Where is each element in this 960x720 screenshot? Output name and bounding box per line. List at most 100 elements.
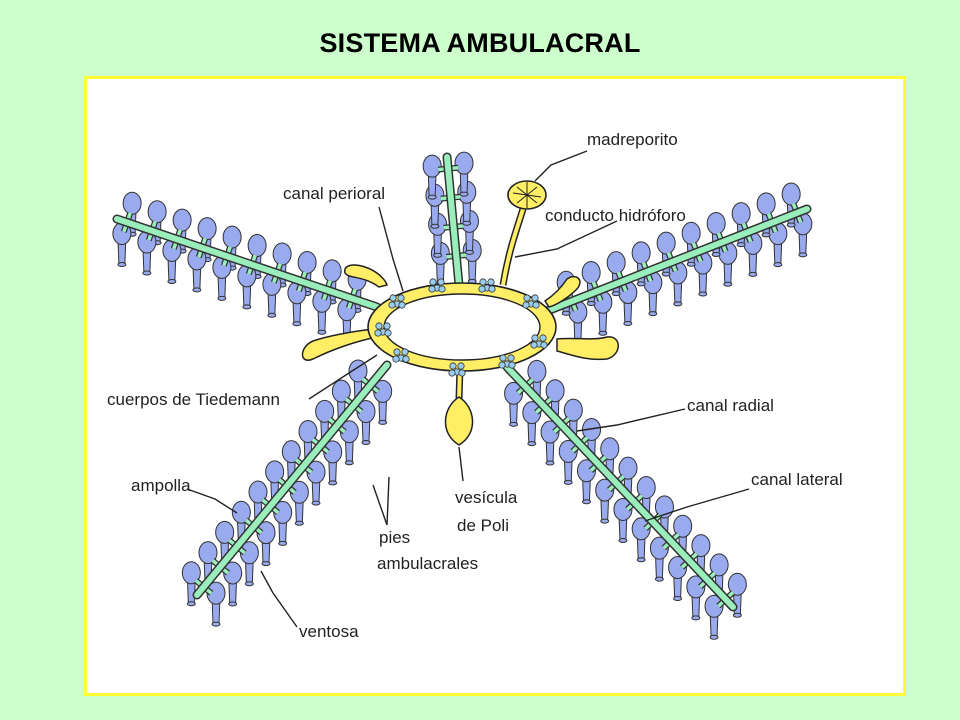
sucker <box>611 291 621 297</box>
tiedemann-lobe <box>539 334 547 342</box>
ampulla <box>681 221 701 245</box>
ampulla <box>422 154 442 178</box>
ampulla <box>231 500 251 524</box>
radial-canal <box>444 154 462 288</box>
sucker <box>167 278 177 284</box>
sucker <box>723 281 733 287</box>
ampulla <box>181 561 201 585</box>
ampulla <box>522 401 542 425</box>
tiedemann-lobe <box>398 301 406 309</box>
tiedemann-body <box>478 278 496 293</box>
tiedemann-lobe <box>487 278 495 286</box>
sucker <box>686 261 696 267</box>
sucker <box>748 271 758 277</box>
sucker <box>563 479 573 485</box>
tiedemann-lobe <box>478 285 486 293</box>
label-vesicula-line1: vesícula <box>455 488 518 507</box>
sucker <box>361 440 371 446</box>
ampulla <box>636 476 656 500</box>
radial-canal <box>544 206 810 314</box>
sucker <box>586 300 596 306</box>
tiedemann-lobe <box>375 322 383 330</box>
label-madreporito: madreporito <box>587 130 678 149</box>
arm-right <box>542 182 813 346</box>
tiedemann-lobe <box>392 355 400 363</box>
ampulla <box>540 420 560 444</box>
ampulla <box>281 440 301 464</box>
sucker <box>711 251 721 257</box>
sucker <box>698 291 708 297</box>
ampulla <box>631 517 651 541</box>
tiedemann-lobe <box>401 348 409 356</box>
label-vesicula-line2: de Poli <box>457 516 509 535</box>
ampulla <box>595 478 615 502</box>
sucker <box>433 252 443 258</box>
sucker <box>328 480 338 486</box>
tiedemann-lobe <box>479 278 487 286</box>
ampulla <box>504 381 524 405</box>
tiedemann-body <box>530 334 548 349</box>
ampulla <box>215 520 235 544</box>
sucker <box>732 612 742 618</box>
diagram-panel: madreporito conducto hidróforo canal per… <box>84 76 906 696</box>
ampulla <box>600 437 620 461</box>
sucker <box>378 419 388 425</box>
sucker <box>242 304 252 310</box>
sucker <box>267 312 277 318</box>
ampulla <box>649 536 669 560</box>
sucker <box>317 329 327 335</box>
sucker <box>261 561 271 567</box>
label-pies-line1: pies <box>379 528 410 547</box>
tiedemann-body <box>448 362 466 377</box>
ampulla <box>527 359 547 383</box>
poli-vesicle <box>444 366 474 446</box>
stone-canal-fill <box>501 208 525 286</box>
sucker <box>192 287 202 293</box>
tiedemann-lobe <box>531 334 539 342</box>
sucker <box>311 500 321 506</box>
sucker <box>294 520 304 526</box>
ampulla <box>198 541 218 565</box>
ampulla <box>581 260 601 284</box>
sucker <box>636 281 646 287</box>
ampulla <box>147 200 167 224</box>
tiedemann-lobe <box>499 354 507 362</box>
label-pies-line2: ambulacrales <box>377 554 478 573</box>
radial-canal <box>194 362 390 598</box>
sucker <box>648 311 658 317</box>
sucker <box>798 252 808 258</box>
sucker <box>509 421 519 427</box>
ampulla <box>618 456 638 480</box>
ampulla <box>197 217 217 241</box>
tiedemann-lobe <box>540 341 548 349</box>
sucker <box>561 310 571 316</box>
madreporite-grooves <box>512 182 542 208</box>
label-canal-perioral: canal perioral <box>283 184 385 203</box>
tiedemann-lobe <box>429 278 437 286</box>
tiedemann-lobe <box>428 285 436 293</box>
radial-canal <box>114 216 380 310</box>
ampulla <box>298 420 318 444</box>
ampulla <box>706 211 726 235</box>
ampulla <box>558 439 578 463</box>
ampulla <box>668 556 688 580</box>
label-canal-radial: canal radial <box>687 396 774 415</box>
sucker <box>673 596 683 602</box>
ampulla <box>731 202 751 226</box>
ampulla <box>656 231 676 255</box>
leader-lines <box>186 150 750 628</box>
tiedemann-lobe <box>458 369 466 377</box>
radial-canal <box>504 364 736 610</box>
tiedemann-lobe <box>374 329 382 337</box>
tiedemann-body <box>392 348 410 363</box>
sucker <box>217 295 227 301</box>
sucker <box>709 634 719 640</box>
sucker <box>673 301 683 307</box>
sucker <box>598 330 608 336</box>
tiedemann-lobe <box>530 341 538 349</box>
ampulla <box>454 151 474 175</box>
sucker <box>691 615 701 621</box>
tiedemann-lobe <box>402 355 410 363</box>
sucker <box>600 518 610 524</box>
sucker <box>228 601 238 607</box>
